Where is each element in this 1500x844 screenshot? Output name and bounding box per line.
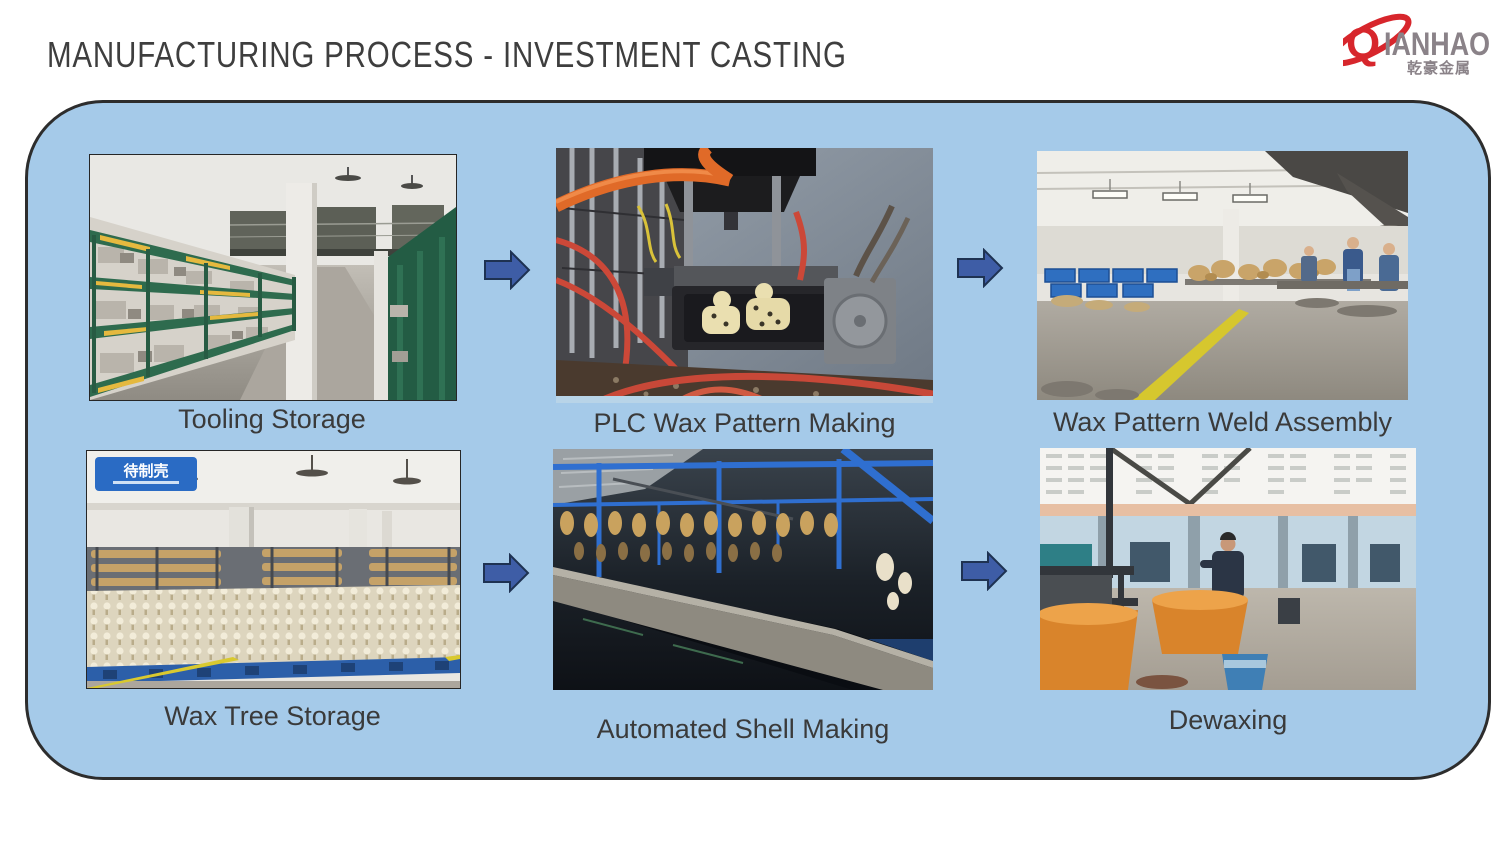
photo-dewaxing bbox=[1040, 448, 1416, 690]
photo-wax-tree-storage: 待制壳 bbox=[86, 450, 461, 689]
logo-wordmark: IANHAO bbox=[1384, 26, 1490, 62]
flow-arrow-3 bbox=[483, 553, 530, 593]
caption-dewaxing: Dewaxing bbox=[1168, 705, 1288, 735]
qianhao-logo: Q IANHAO 乾豪金属 bbox=[1343, 13, 1490, 77]
photo-automated-shell-making bbox=[553, 449, 933, 690]
flow-arrow-1 bbox=[484, 250, 531, 290]
logo-letter-q: Q bbox=[1346, 19, 1380, 68]
photo-tooling-storage bbox=[89, 154, 457, 401]
caption-wax-tree-storage: Wax Tree Storage bbox=[164, 701, 381, 731]
flow-arrow-4 bbox=[961, 551, 1008, 591]
flow-arrow-2 bbox=[957, 248, 1004, 288]
photo-wax-pattern-weld-assembly bbox=[1037, 151, 1408, 400]
photo-plc-wax-pattern-making bbox=[556, 148, 933, 403]
page-title: MANUFACTURING PROCESS - INVESTMENT CASTI… bbox=[47, 34, 847, 75]
caption-automated-shell-making: Automated Shell Making bbox=[596, 714, 890, 744]
caption-plc-wax-pattern-making: PLC Wax Pattern Making bbox=[593, 408, 896, 438]
caption-wax-pattern-weld-assembly: Wax Pattern Weld Assembly bbox=[1052, 407, 1393, 437]
caption-tooling-storage: Tooling Storage bbox=[178, 404, 366, 434]
logo-swoosh-icon bbox=[1343, 13, 1412, 67]
waiting-shell-sign-text: 待制壳 bbox=[123, 462, 168, 480]
logo-chinese-name: 乾豪金属 bbox=[1407, 59, 1471, 77]
